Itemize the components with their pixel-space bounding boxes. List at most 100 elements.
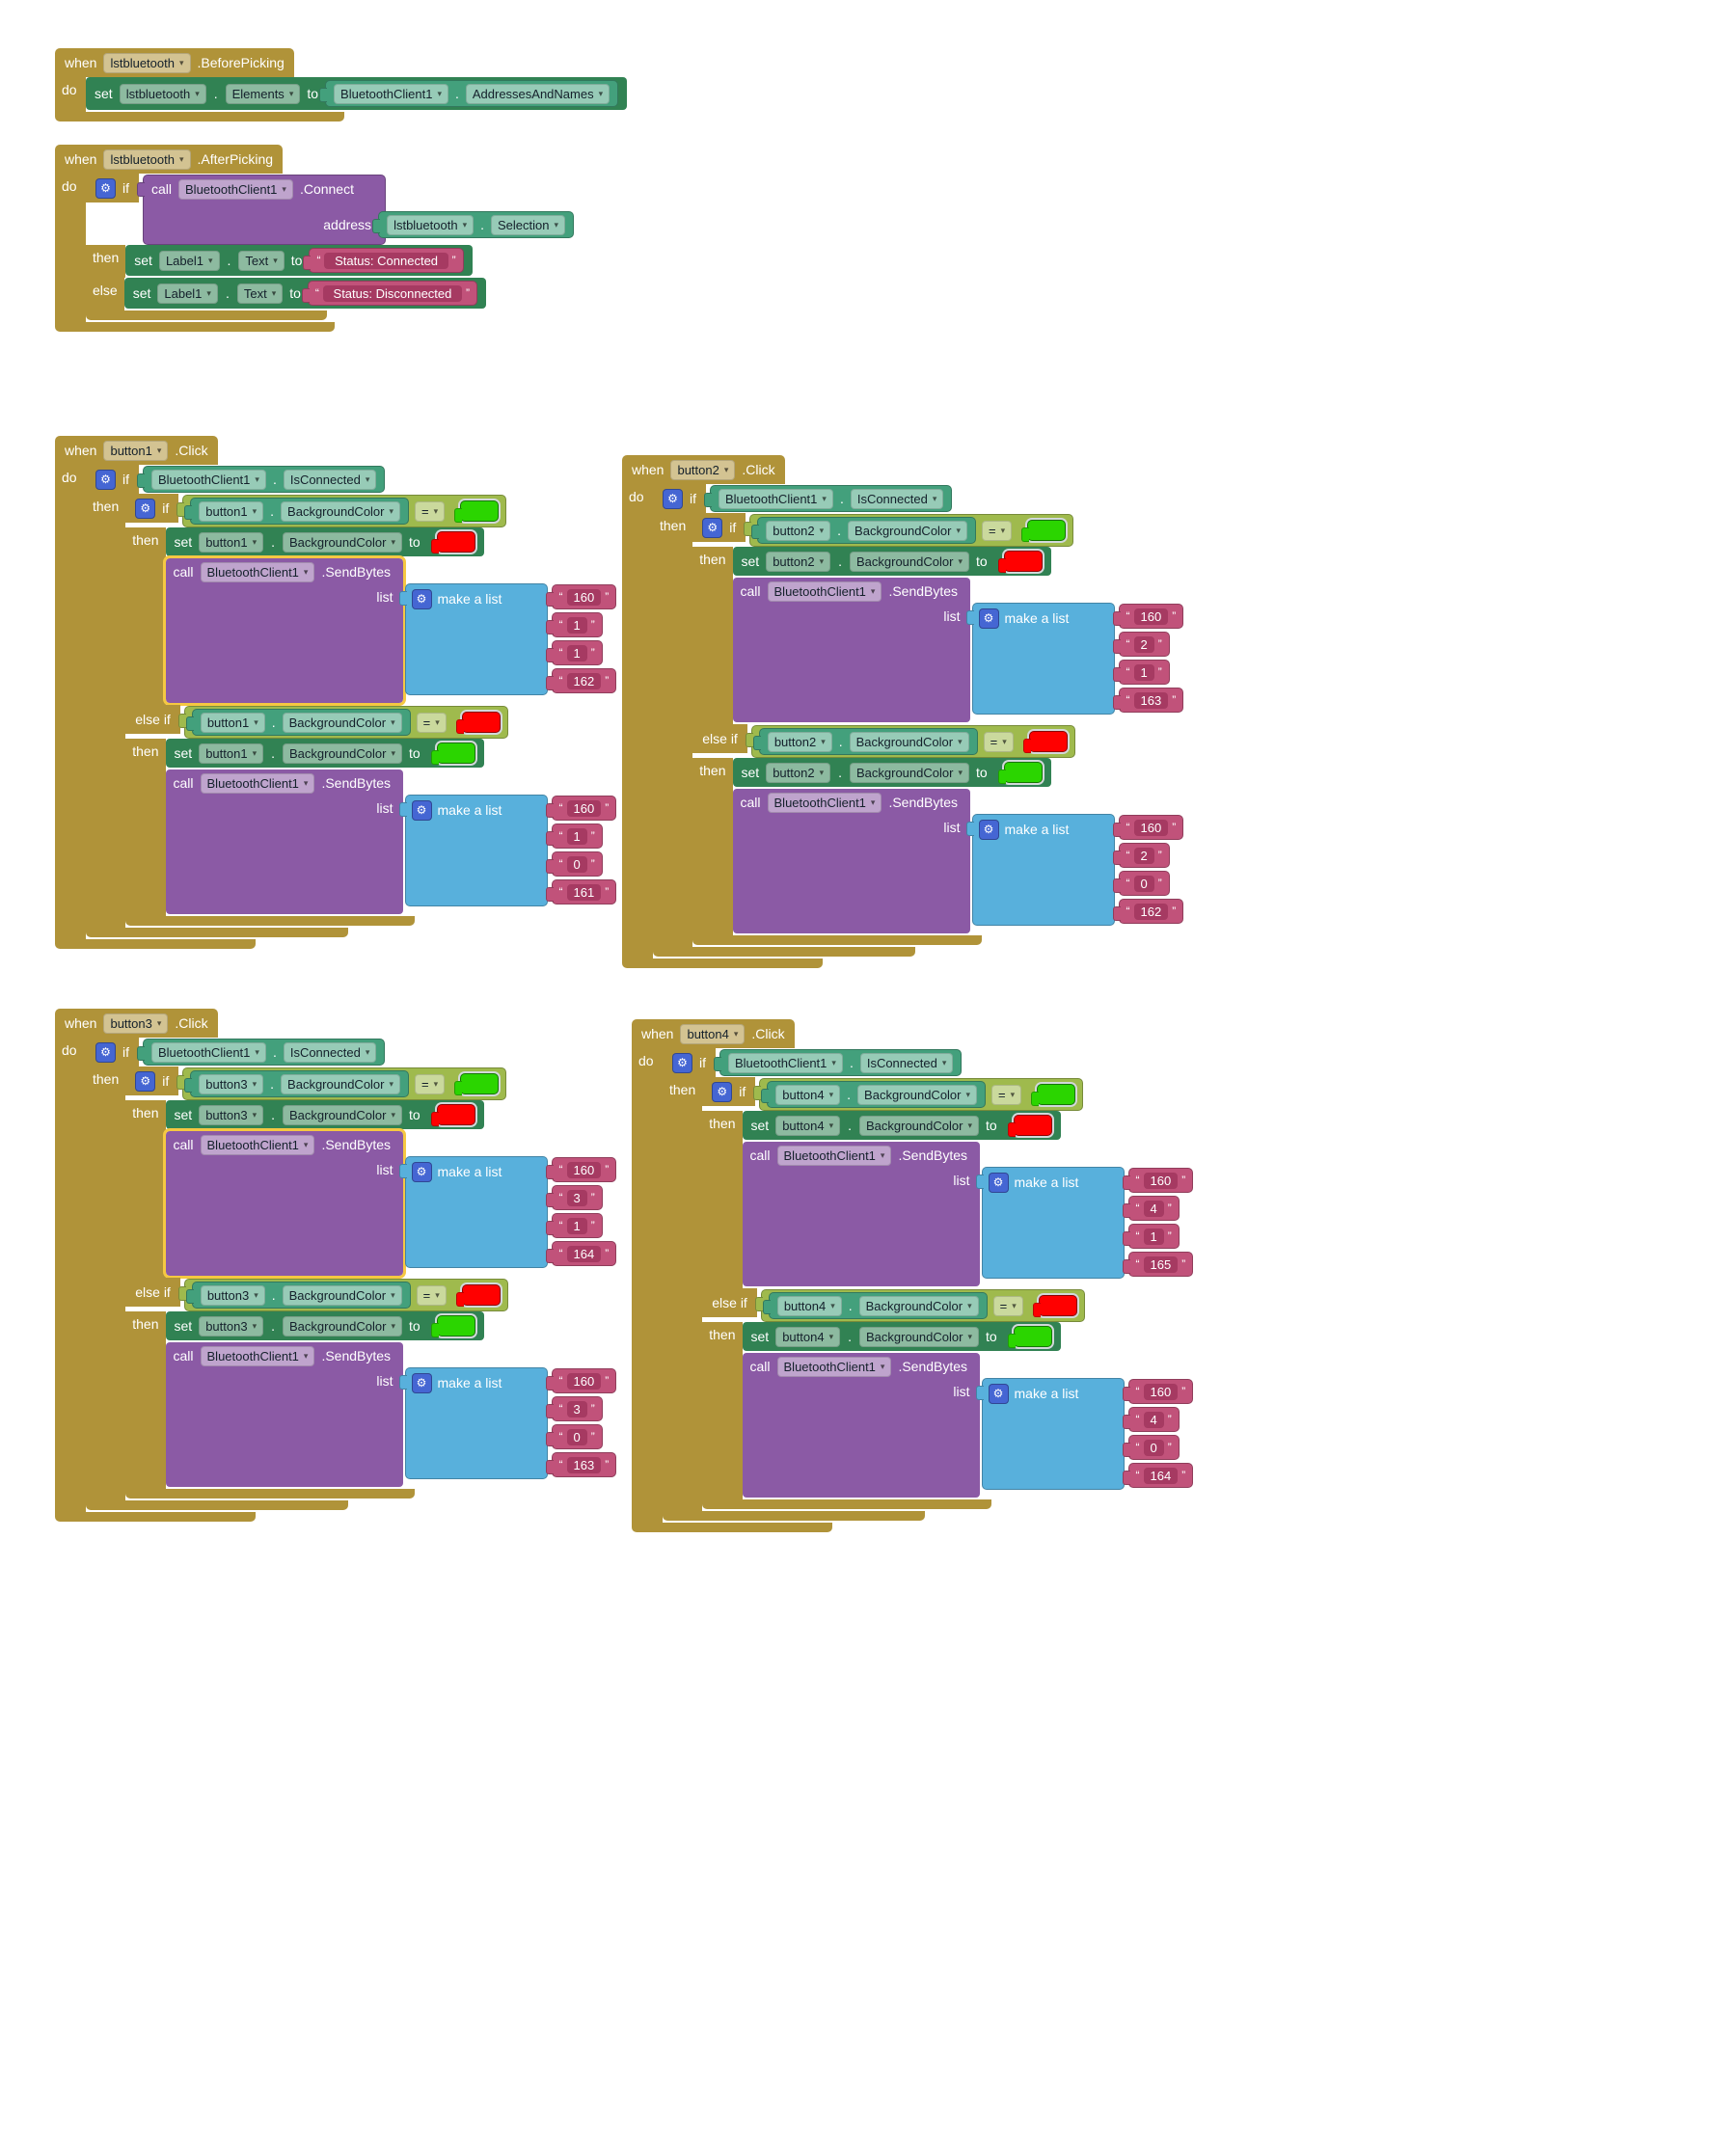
make-a-list-block[interactable]: ⚙ make a list xyxy=(398,795,548,906)
string-block[interactable]: “164” xyxy=(1122,1463,1194,1488)
component-dropdown[interactable]: BluetoothClient1▾ xyxy=(776,1356,892,1377)
if-header[interactable]: ⚙ if xyxy=(663,1048,716,1077)
if-header[interactable]: ⚙ if xyxy=(86,465,139,494)
property-dropdown[interactable]: IsConnected▾ xyxy=(283,469,377,490)
elseif-header[interactable]: else if xyxy=(125,705,180,734)
component-dropdown[interactable]: button1▾ xyxy=(199,500,264,522)
property-dropdown[interactable]: Text▾ xyxy=(236,283,284,304)
string-block[interactable]: “1” xyxy=(1112,660,1170,685)
property-dropdown[interactable]: BackgroundColor▾ xyxy=(281,500,401,522)
component-dropdown[interactable]: button2▾ xyxy=(767,731,832,752)
sendbytes-call-on[interactable]: call BluetoothClient1▾ .SendBytes list xyxy=(162,555,406,706)
color-block-red[interactable] xyxy=(997,551,1043,573)
operator-dropdown[interactable]: =▾ xyxy=(415,500,446,522)
sendbytes-call-off[interactable]: call BluetoothClient1▾ .SendBytes list xyxy=(165,770,403,914)
string-block[interactable]: “ Status: Connected ” xyxy=(303,248,464,273)
string-block[interactable]: “1” xyxy=(545,612,603,637)
string-value[interactable]: 160 xyxy=(1133,608,1169,625)
when-button-click-block[interactable]: when button4▾ .Click do ⚙ if BluetoothCl… xyxy=(632,1019,1194,1532)
operator-dropdown[interactable]: =▾ xyxy=(415,1073,446,1094)
if-header[interactable]: ⚙ if xyxy=(86,174,139,202)
isconnected-getter[interactable]: BluetoothClient1▾ . IsConnected▾ xyxy=(136,466,386,493)
when-header[interactable]: when lstbluetooth▾ .AfterPicking xyxy=(55,145,284,174)
string-value[interactable]: 163 xyxy=(566,1456,602,1473)
component-dropdown[interactable]: BluetoothClient1▾ xyxy=(767,792,882,813)
string-value[interactable]: 1 xyxy=(566,644,587,662)
operator-dropdown[interactable]: =▾ xyxy=(416,712,447,733)
string-block[interactable]: “160” xyxy=(545,796,617,821)
mutator-gear-icon[interactable]: ⚙ xyxy=(135,498,156,519)
component-dropdown[interactable]: BluetoothClient1▾ xyxy=(200,1134,315,1155)
color-block-red[interactable] xyxy=(455,712,501,734)
string-block[interactable]: “1” xyxy=(545,824,603,849)
elseif-header[interactable]: else if xyxy=(125,1278,180,1307)
when-button-click-block[interactable]: when button3▾ .Click do ⚙ if BluetoothCl… xyxy=(55,1009,617,1522)
string-block[interactable]: “1” xyxy=(545,640,603,665)
string-value[interactable]: 161 xyxy=(566,883,602,901)
component-dropdown[interactable]: button2▾ xyxy=(670,459,736,480)
component-dropdown[interactable]: button3▾ xyxy=(200,1284,265,1306)
property-dropdown[interactable]: BackgroundColor▾ xyxy=(282,742,402,764)
component-dropdown[interactable]: BluetoothClient1▾ xyxy=(200,772,315,794)
make-a-list-block[interactable]: ⚙ make a list xyxy=(965,603,1115,715)
string-value[interactable]: 163 xyxy=(1133,691,1169,709)
string-value[interactable]: 162 xyxy=(566,672,602,689)
if-connected-block[interactable]: ⚙ if BluetoothClient1▾ . IsConnected▾ th… xyxy=(653,484,1184,957)
mutator-gear-icon[interactable]: ⚙ xyxy=(411,1372,432,1393)
backgroundcolor-getter[interactable]: button3▾ . BackgroundColor▾ xyxy=(184,1070,410,1097)
string-block[interactable]: “2” xyxy=(1112,632,1170,657)
component-dropdown[interactable]: BluetoothClient1▾ xyxy=(334,83,448,104)
string-block[interactable]: “160” xyxy=(1112,815,1184,840)
color-block-red[interactable] xyxy=(430,1104,475,1126)
component-dropdown[interactable]: button1▾ xyxy=(199,531,264,553)
string-block[interactable]: “3” xyxy=(545,1185,603,1210)
string-block[interactable]: “1” xyxy=(1122,1224,1180,1249)
string-block[interactable]: “4” xyxy=(1122,1407,1180,1432)
if-connected-block[interactable]: ⚙ if BluetoothClient1▾ . IsConnected▾ th… xyxy=(86,465,617,937)
property-dropdown[interactable]: IsConnected▾ xyxy=(850,488,944,509)
string-block[interactable]: “163” xyxy=(545,1452,617,1477)
color-block-green[interactable] xyxy=(454,1073,500,1095)
color-block-red[interactable] xyxy=(455,1284,501,1307)
component-dropdown[interactable]: lstbluetooth▾ xyxy=(119,83,206,104)
property-dropdown[interactable]: BackgroundColor▾ xyxy=(282,531,402,553)
string-block[interactable]: “2” xyxy=(1112,843,1170,868)
component-dropdown[interactable]: lstbluetooth▾ xyxy=(103,148,191,170)
make-a-list-block[interactable]: ⚙ make a list xyxy=(398,583,548,695)
string-value[interactable]: 160 xyxy=(1143,1383,1179,1400)
component-dropdown[interactable]: button2▾ xyxy=(766,762,831,783)
backgroundcolor-getter[interactable]: button1▾ . BackgroundColor▾ xyxy=(185,709,411,736)
make-a-list-block[interactable]: ⚙ make a list xyxy=(398,1367,548,1479)
property-dropdown[interactable]: BackgroundColor▾ xyxy=(849,731,969,752)
string-value[interactable]: 160 xyxy=(1143,1172,1179,1189)
if-color-block[interactable]: ⚙ if button2▾ . BackgroundColor▾ xyxy=(692,513,1184,945)
component-dropdown[interactable]: BluetoothClient1▾ xyxy=(200,561,315,582)
if-color-block[interactable]: ⚙ if button1▾ . BackgroundColor▾ xyxy=(125,494,617,926)
when-header[interactable]: when button3▾ .Click xyxy=(55,1009,218,1038)
set-backgroundcolor-block[interactable]: set button1▾ . BackgroundColor▾ to xyxy=(165,527,484,556)
component-dropdown[interactable]: BluetoothClient1▾ xyxy=(767,580,882,602)
sendbytes-call-off[interactable]: call BluetoothClient1▾ .SendBytes list xyxy=(732,789,970,933)
string-block[interactable]: “160” xyxy=(545,1368,617,1393)
if-connect-block[interactable]: ⚙ if call BluetoothClient1▾ .Connect add… xyxy=(86,174,574,320)
mutator-gear-icon[interactable]: ⚙ xyxy=(712,1081,733,1102)
string-value[interactable]: 3 xyxy=(566,1400,587,1418)
when-header[interactable]: when button2▾ .Click xyxy=(622,455,785,484)
string-value[interactable]: 160 xyxy=(566,588,602,606)
color-block-green[interactable] xyxy=(997,762,1043,784)
component-dropdown[interactable]: button3▾ xyxy=(199,1073,264,1094)
make-a-list-block[interactable]: ⚙ make a list xyxy=(965,814,1115,926)
mutator-gear-icon[interactable]: ⚙ xyxy=(978,819,999,840)
backgroundcolor-getter[interactable]: button2▾ . BackgroundColor▾ xyxy=(752,728,978,755)
string-block[interactable]: “0” xyxy=(1112,871,1170,896)
isconnected-getter[interactable]: BluetoothClient1▾ . IsConnected▾ xyxy=(713,1049,963,1076)
set-backgroundcolor-block[interactable]: set button2▾ . BackgroundColor▾ to xyxy=(732,547,1051,576)
if-color-block[interactable]: ⚙ if button4▾ . BackgroundColor▾ xyxy=(702,1077,1194,1509)
backgroundcolor-getter[interactable]: button1▾ . BackgroundColor▾ xyxy=(184,498,410,525)
mutator-gear-icon[interactable]: ⚙ xyxy=(988,1383,1009,1404)
string-value[interactable]: 3 xyxy=(566,1189,587,1206)
string-value[interactable]: 164 xyxy=(1143,1467,1179,1484)
string-value[interactable]: 160 xyxy=(566,799,602,817)
color-block-green[interactable] xyxy=(1007,1326,1052,1348)
string-block[interactable]: “0” xyxy=(545,851,603,877)
